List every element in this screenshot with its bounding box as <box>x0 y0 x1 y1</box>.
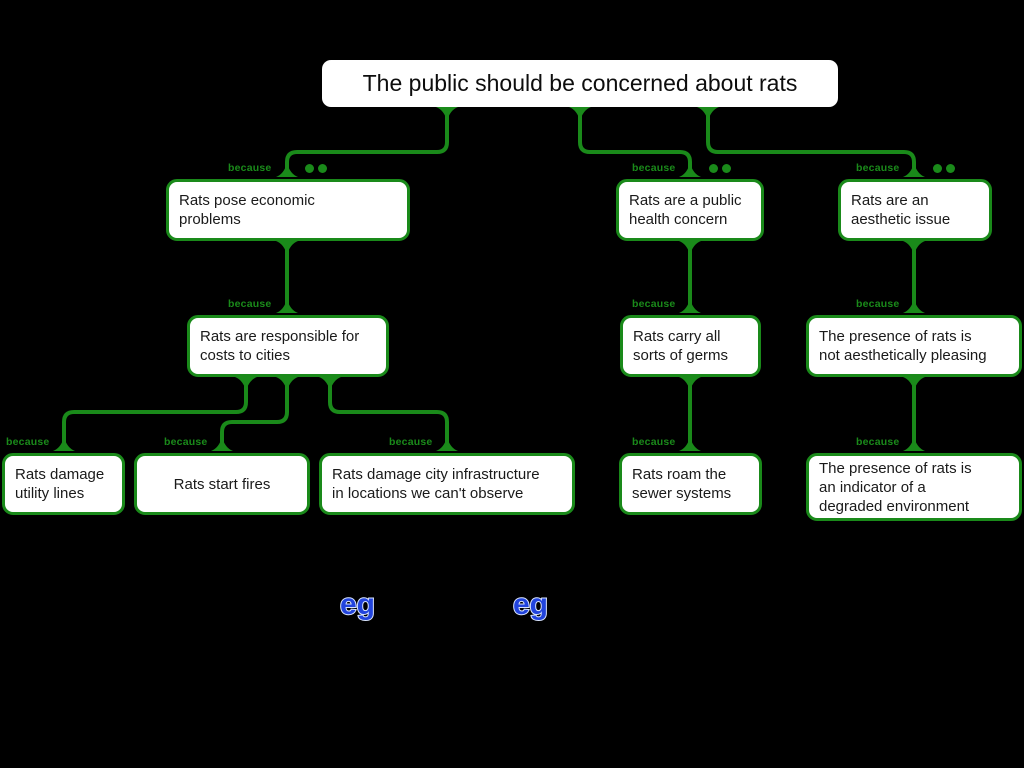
connector-n4-n9 <box>328 378 449 450</box>
evidence-dot <box>722 164 731 173</box>
connector-n0-n1 <box>285 108 449 176</box>
connector-n0-n2 <box>578 108 692 176</box>
reason-node-n1[interactable]: Rats pose economic problems <box>166 179 410 241</box>
because-label-n6: because <box>856 298 900 310</box>
because-label-n4: because <box>228 298 272 310</box>
reason-text-n3: Rats are an aesthetic issue <box>851 192 951 228</box>
reason-node-n8[interactable]: Rats start fires <box>134 453 310 515</box>
connector-arrowheads <box>53 107 925 451</box>
contention-node[interactable]: The public should be concerned about rat… <box>322 60 838 107</box>
reason-node-n4[interactable]: Rats are responsible for costs to cities <box>187 315 389 377</box>
evidence-dot <box>709 164 718 173</box>
because-label-n11: because <box>856 436 900 448</box>
reason-text-n7: Rats damage utility lines <box>15 466 105 502</box>
connector-n4-n8 <box>220 378 289 450</box>
reason-node-n9[interactable]: Rats damage city infrastructure in locat… <box>319 453 575 515</box>
reason-node-n2[interactable]: Rats are a public health concern <box>616 179 764 241</box>
evidence-dot <box>933 164 942 173</box>
because-label-n2: because <box>632 162 676 174</box>
reason-text-n2: Rats are a public health concern <box>629 192 742 228</box>
connector-n4-n7 <box>62 378 248 450</box>
because-label-n3: because <box>856 162 900 174</box>
evidence-dots-n1[interactable] <box>305 164 327 173</box>
because-label-n5: because <box>632 298 676 310</box>
reason-text-n6: The presence of rats is not aestheticall… <box>819 328 987 364</box>
evidence-marker-eg2[interactable]: eg <box>512 588 549 621</box>
evidence-dot <box>318 164 327 173</box>
contention-text: The public should be concerned about rat… <box>362 70 798 96</box>
reason-node-n11[interactable]: The presence of rats is an indicator of … <box>806 453 1022 521</box>
reason-text-n11: The presence of rats is an indicator of … <box>819 459 972 515</box>
reason-node-n10[interactable]: Rats roam the sewer systems <box>619 453 762 515</box>
evidence-dots-n3[interactable] <box>933 164 955 173</box>
connector-n0-n3 <box>706 108 916 176</box>
reason-node-n6[interactable]: The presence of rats is not aestheticall… <box>806 315 1022 377</box>
evidence-dot <box>305 164 314 173</box>
evidence-marker-eg1[interactable]: eg <box>339 588 376 621</box>
reason-node-n7[interactable]: Rats damage utility lines <box>2 453 125 515</box>
because-label-n7: because <box>6 436 50 448</box>
because-label-n10: because <box>632 436 676 448</box>
reason-node-n3[interactable]: Rats are an aesthetic issue <box>838 179 992 241</box>
reason-text-n9: Rats damage city infrastructure in locat… <box>332 466 540 502</box>
evidence-dot <box>946 164 955 173</box>
reason-text-n4: Rats are responsible for costs to cities <box>200 328 360 364</box>
because-label-n8: because <box>164 436 208 448</box>
reason-text-n5: Rats carry all sorts of germs <box>633 328 729 364</box>
evidence-dots-n2[interactable] <box>709 164 731 173</box>
reason-text-n1: Rats pose economic problems <box>179 192 315 228</box>
reason-text-n8: Rats start fires <box>173 475 271 493</box>
because-label-n1: because <box>228 162 272 174</box>
because-label-n9: because <box>389 436 433 448</box>
reason-text-n10: Rats roam the sewer systems <box>632 466 732 502</box>
reason-node-n5[interactable]: Rats carry all sorts of germs <box>620 315 761 377</box>
